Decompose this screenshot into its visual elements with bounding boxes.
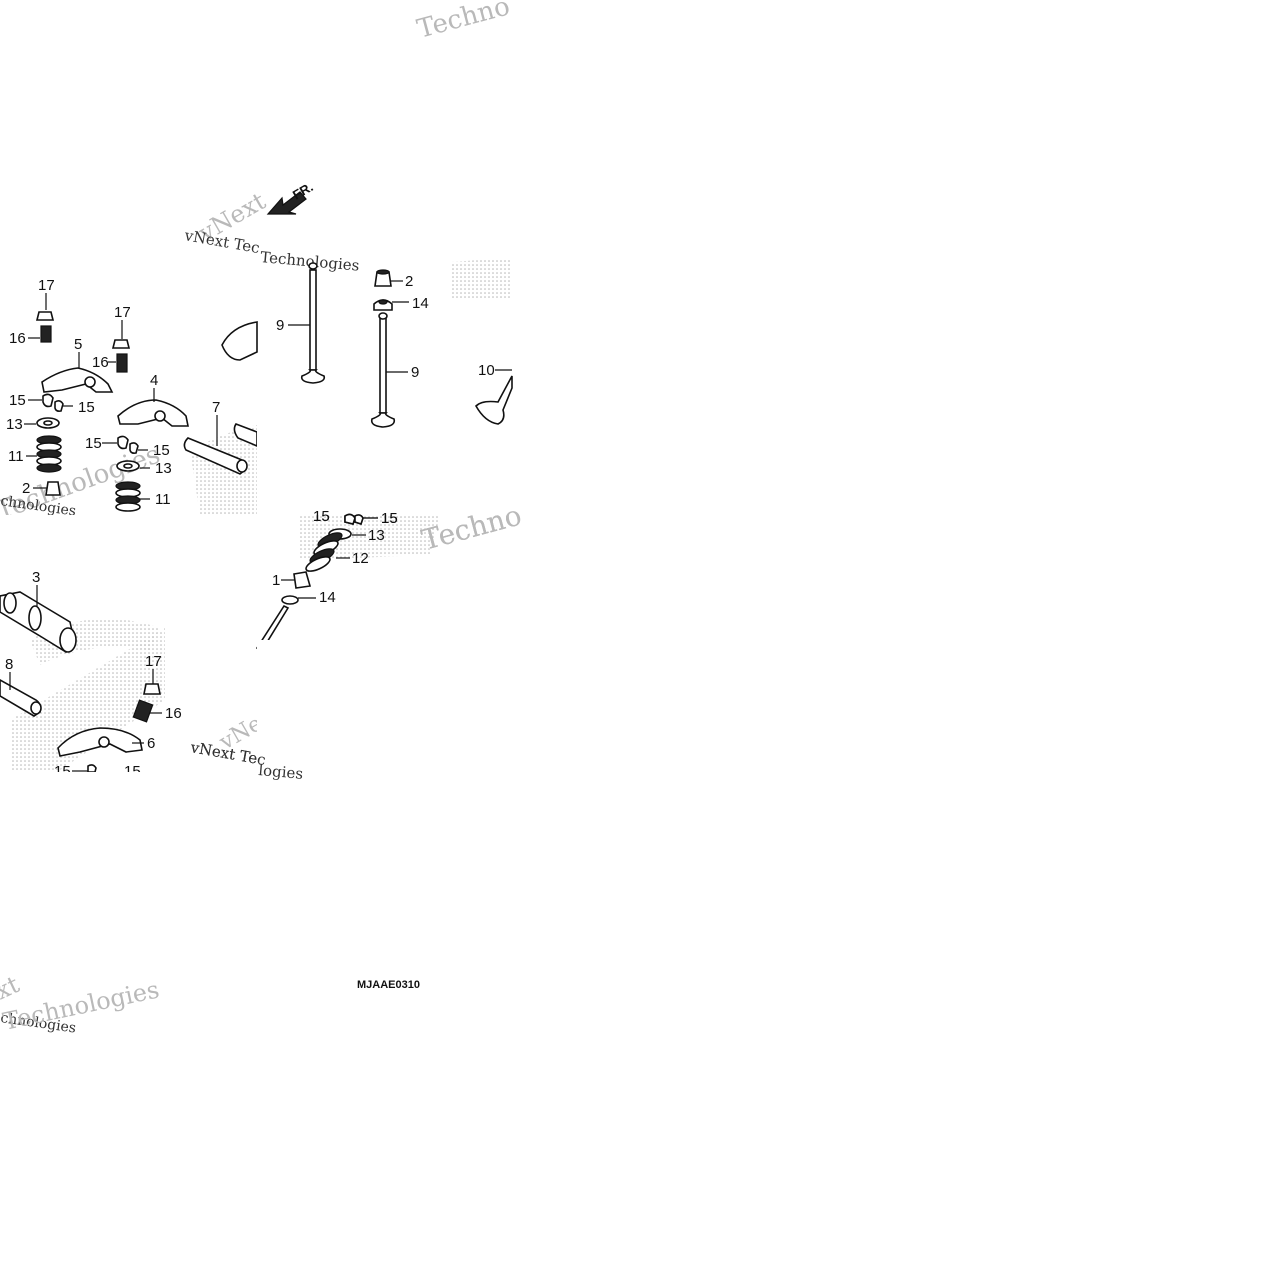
cotter-15-icon: [129, 442, 139, 454]
callout-number: 6: [147, 735, 155, 752]
callout-number: 11: [8, 448, 24, 465]
valve-spring-12-icon: [305, 532, 343, 572]
drawing-code: MJAAE0310: [357, 979, 420, 991]
callout-number: 4: [150, 372, 158, 389]
screw-16-icon: [40, 325, 52, 343]
callout-number: 10: [478, 362, 495, 379]
callout-number: 5: [74, 336, 82, 353]
leader-lines: [9, 280, 512, 772]
valve-9-icon: [309, 269, 317, 371]
callout-number: 13: [368, 527, 385, 544]
callout-number: 17: [38, 277, 55, 294]
callout-number: 2: [22, 480, 30, 497]
callout-number: 16: [165, 705, 182, 722]
callout-number: 1: [272, 572, 280, 589]
callout-number: 2: [405, 273, 413, 290]
callout-number: 9: [411, 364, 419, 381]
callout-number: 9: [276, 317, 284, 334]
camshaft-3-icon: [0, 591, 77, 654]
stem-seal-1-icon: [293, 571, 312, 589]
callout-number: 3: [32, 569, 40, 586]
rocker-arm-5-icon: [41, 367, 114, 393]
callout-number: 11: [155, 491, 171, 508]
callout-number: 17: [145, 653, 162, 670]
callout-number: 14: [412, 295, 429, 312]
callout-number: 17: [114, 304, 131, 321]
callout-number: 16: [9, 330, 26, 347]
valve-spring-11-icon: [115, 481, 141, 512]
callout-number: 15: [313, 508, 330, 525]
callout-number: 12: [352, 550, 369, 567]
callout-number: 15: [9, 392, 26, 409]
rocker-arm-icon: [221, 321, 258, 361]
nut-17-icon: [35, 311, 55, 321]
rocker-arm-4-icon: [117, 399, 189, 427]
callout-number: 15: [153, 442, 170, 459]
callout-number: 13: [6, 416, 23, 433]
cotter-15-icon: [54, 400, 64, 412]
watermark-text: xt: [0, 970, 24, 1005]
watermark-text: Technologies: [0, 975, 161, 1035]
spring-seat-14-icon: [281, 595, 299, 605]
callout-number: 8: [5, 656, 13, 673]
nut-17-icon: [111, 339, 131, 349]
callout-number: 15: [85, 435, 102, 452]
watermark-text: logies: [258, 761, 304, 783]
cotter-15-icon: [42, 393, 54, 408]
left-valve-train: [0, 311, 258, 773]
screw-16-icon: [116, 353, 128, 373]
callout-number: 7: [212, 399, 220, 416]
callout-number: 13: [155, 460, 172, 477]
callout-number: 15: [78, 399, 95, 416]
valve-10-icon: [475, 375, 513, 425]
callout-number: 14: [319, 589, 336, 606]
nut-17-icon: [143, 683, 161, 695]
stem-seal-2-icon: [45, 481, 61, 496]
cotter-15-icon: [87, 764, 97, 773]
callout-labels: 17 16 5 15 15 13 11 2 17 16 4 15 15 13 1…: [5, 273, 495, 780]
callout-number: 15: [381, 510, 398, 527]
cotter-15-icon: [117, 435, 129, 450]
valve-spring-11-icon: [36, 435, 62, 473]
callout-number: 16: [92, 354, 109, 371]
valve-9-icon: [379, 317, 387, 414]
screw-16-icon: [132, 699, 154, 723]
